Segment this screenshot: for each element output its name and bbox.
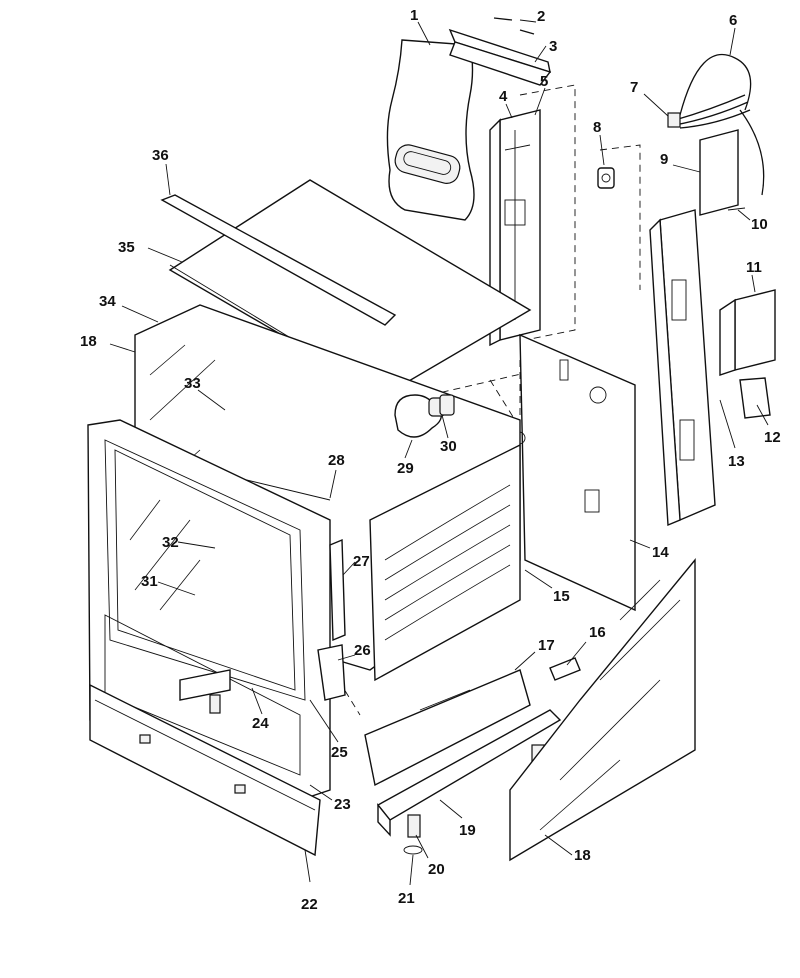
callout-5: 5: [540, 73, 548, 90]
callout-35: 35: [118, 239, 135, 256]
callout-19: 19: [459, 822, 476, 839]
callout-31: 31: [141, 573, 158, 590]
control-box: [719, 289, 776, 419]
oven-light-bulb: [394, 394, 455, 438]
callout-6: 6: [729, 12, 737, 29]
callout-2: 2: [537, 8, 545, 25]
callout-28: 28: [328, 452, 345, 469]
callout-34: 34: [99, 293, 116, 310]
callout-22: 22: [301, 896, 318, 913]
callout-36: 36: [152, 147, 169, 164]
right-side-panel: [509, 558, 696, 862]
callout-25: 25: [331, 744, 348, 761]
callout-9: 9: [660, 151, 668, 168]
drip-shield: [364, 669, 531, 787]
top-trim-bracket: [448, 17, 552, 86]
callout-1: 1: [410, 7, 418, 24]
callout-20: 20: [428, 861, 445, 878]
callout-21: 21: [398, 890, 415, 907]
callout-16: 16: [589, 624, 606, 641]
leader-lines: [109, 19, 769, 886]
hinge-brackets: [317, 538, 346, 701]
rear-frame-column: [489, 109, 541, 347]
callout-15: 15: [553, 588, 570, 605]
callout-11: 11: [746, 259, 762, 276]
callout-10: 10: [751, 216, 768, 233]
front-leveler: [179, 669, 231, 714]
callout-18-left: 18: [80, 333, 97, 350]
callout-13: 13: [728, 453, 745, 470]
small-clip: [549, 657, 581, 681]
callout-17: 17: [538, 637, 555, 654]
callout-18-right: 18: [574, 847, 591, 864]
callout-30: 30: [440, 438, 457, 455]
insulation-blanket: [386, 39, 475, 221]
callout-23: 23: [334, 796, 351, 813]
wiring-bracket: [699, 129, 746, 216]
callout-32: 32: [162, 534, 179, 551]
callout-14: 14: [652, 544, 669, 561]
callout-33: 33: [184, 375, 201, 392]
right-side-frame: [649, 209, 716, 527]
callout-29: 29: [397, 460, 414, 477]
rear-panel: [512, 333, 636, 612]
callout-12: 12: [764, 429, 781, 446]
wiring-harness: [667, 53, 765, 196]
callout-27: 27: [353, 553, 370, 570]
side-rack-grooves: [384, 484, 511, 641]
callout-7: 7: [630, 79, 638, 96]
callout-3: 3: [549, 38, 557, 55]
callout-8: 8: [593, 119, 601, 136]
callout-26: 26: [354, 642, 371, 659]
small-switch: [597, 167, 615, 189]
kickplate: [89, 683, 321, 857]
callout-labels: 1 2 3 4 5 6 7 8 9 10 11 12 13 14 15 16 1…: [80, 7, 781, 913]
callout-24: 24: [252, 715, 269, 732]
callout-4: 4: [499, 88, 508, 105]
